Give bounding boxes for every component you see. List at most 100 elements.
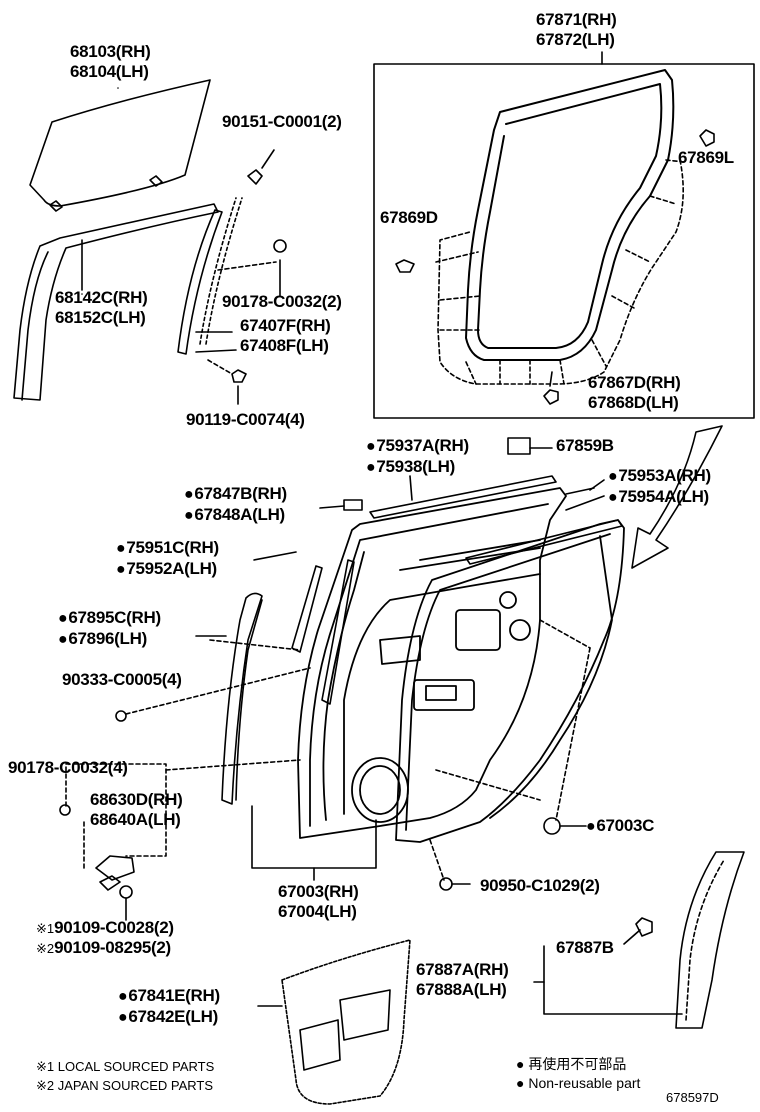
label-frame-molding-lh: 75954A(LH) (618, 487, 709, 506)
label-belt-outer-rh: 75937A(RH) (376, 436, 469, 455)
nonreusable-dot: ● (116, 561, 126, 578)
label-garnish-rh: 75951C(RH) (126, 538, 219, 557)
label-clip-a: 90178-C0032(2) (222, 292, 342, 311)
label-cover-rh: 67847B(RH) (194, 484, 287, 503)
label-seal-rear-rh: 67887A(RH) (416, 960, 509, 979)
label-division-bar: 67407F(RH) 67408F(LH) (240, 316, 331, 356)
weatherstrip-sections (435, 159, 685, 385)
plug-shape (543, 817, 561, 835)
label-hinge-lh: 68640A(LH) (90, 810, 181, 829)
nonreusable-dot: ● (118, 1009, 128, 1026)
nonreusable-dot: ● (366, 438, 376, 455)
label-nut: 90333-C0005(4) (62, 670, 182, 689)
label-seal-rear: 67887A(RH) 67888A(LH) (416, 960, 509, 1000)
label-belt-outer-lh: 75938(LH) (376, 457, 455, 476)
nonreusable-dot: ● (58, 610, 68, 627)
nonreusable-dot: ● (366, 459, 376, 476)
nonreusable-dot: ● (586, 818, 596, 835)
nonreusable-dot: ● (516, 1056, 525, 1072)
label-glass-lh: 68104(LH) (70, 62, 149, 81)
label-door-seal-rh: 67895C(RH) (68, 608, 161, 627)
label-bolt-c1: 90109-C0028(2) (54, 918, 174, 937)
label-clip-d: 67869D (380, 208, 438, 227)
label-weatherstrip-rh: 67871(RH) (536, 10, 617, 29)
label-service-hole-lh: 67842E(LH) (128, 1007, 218, 1026)
label-frame-molding-rh: 75953A(RH) (618, 466, 711, 485)
note-nonreuse-en-text: Non-reusable part (528, 1075, 641, 1091)
label-seal-small: 67887B (556, 938, 614, 957)
note-japan-sourced: ※2 JAPAN SOURCED PARTS (36, 1078, 214, 1093)
label-pad: 67859B (556, 436, 614, 455)
screw-top-shape (207, 149, 287, 405)
service-cover-shape (281, 939, 411, 1105)
label-screw-top: 90151-C0001(2) (222, 112, 342, 131)
bracket-67003 (251, 805, 377, 869)
note-local-sourced: ※1 LOCAL SOURCED PARTS (36, 1059, 215, 1074)
label-bolt-c: ※190109-C0028(2) ※290109-08295(2) (36, 918, 174, 958)
label-cover-lh: 67848A(LH) (194, 505, 285, 524)
weatherstrip-clips (395, 129, 715, 405)
label-clip-l: 67869L (678, 148, 734, 167)
label-garnish: ●75951C(RH) ●75952A(LH) (116, 538, 219, 580)
label-plug-text: 67003C (596, 816, 655, 835)
label-bolt-a: 90119-C0074(4) (186, 410, 305, 429)
nonreusable-dot: ● (116, 540, 126, 557)
label-plug: ●67003C (586, 816, 654, 837)
nonreusable-dot: ● (516, 1075, 525, 1091)
label-glass-rh: 68103(RH) (70, 42, 151, 61)
rear-seal-shape (623, 851, 745, 1029)
pad-shape (507, 437, 531, 455)
cover-shape (343, 499, 363, 511)
label-bolt-c2: 90109-08295(2) (54, 938, 171, 957)
label-weatherstrip-lh: 67872(LH) (536, 30, 615, 49)
nonreusable-dot: ● (608, 489, 618, 506)
label-door-panel: 67003(RH) 67004(LH) (278, 882, 359, 922)
mark-2: ※2 (36, 941, 55, 956)
label-service-hole: ●67841E(RH) ●67842E(LH) (118, 986, 220, 1028)
label-channel-rh: 68142C(RH) (55, 288, 148, 307)
label-clip-weather: 67867D(RH) 67868D(LH) (588, 373, 681, 413)
nonreusable-dot: ● (184, 507, 194, 524)
label-door-panel-lh: 67004(LH) (278, 902, 357, 921)
run-channel-shape (13, 203, 219, 401)
label-hinge: 68630D(RH) 68640A(LH) (90, 790, 183, 830)
label-frame-molding: ●75953A(RH) ●75954A(LH) (608, 466, 711, 508)
weatherstrip-box (373, 63, 755, 419)
garnish-shape (221, 559, 355, 805)
door-glass-shape (29, 79, 211, 212)
label-division-bar-rh: 67407F(RH) (240, 316, 331, 335)
label-belt-outer: ●75937A(RH) ●75938(LH) (366, 436, 469, 478)
label-weatherstrip: 67871(RH) 67872(LH) (536, 10, 617, 50)
label-garnish-lh: 75952A(LH) (126, 559, 217, 578)
label-hinge-rh: 68630D(RH) (90, 790, 183, 809)
note-nonreuse-en: ● Non-reusable part (516, 1075, 640, 1091)
label-clip-weather-lh: 67868D(LH) (588, 393, 679, 412)
leader-dashed (65, 619, 591, 881)
label-clip-weather-rh: 67867D(RH) (588, 373, 681, 392)
label-bolt-b: 90950-C1029(2) (480, 876, 600, 895)
arrow-shape (631, 425, 723, 569)
figure-id: 678597D (666, 1090, 719, 1105)
label-division-bar-lh: 67408F(LH) (240, 336, 329, 355)
weatherstrip-shape (465, 69, 675, 361)
label-service-hole-rh: 67841E(RH) (128, 986, 220, 1005)
label-door-seal: ●67895C(RH) ●67896(LH) (58, 608, 161, 650)
bolt-b-shape (439, 877, 453, 891)
door-outer-shape (395, 519, 625, 843)
note-nonreuse-jp-text: 再使用不可部品 (528, 1056, 627, 1072)
note-nonreuse-jp: ● 再使用不可部品 (516, 1054, 626, 1074)
nonreusable-dot: ● (58, 631, 68, 648)
label-seal-rear-lh: 67888A(LH) (416, 980, 507, 999)
nonreusable-dot: ● (118, 988, 128, 1005)
label-door-seal-lh: 67896(LH) (68, 629, 147, 648)
label-glass: 68103(RH) 68104(LH) (70, 42, 151, 82)
label-door-panel-rh: 67003(RH) (278, 882, 359, 901)
label-channel-lh: 68152C(LH) (55, 308, 146, 327)
label-clip-b: 90178-C0032(4) (8, 758, 128, 777)
hinge-shape (59, 710, 135, 921)
division-bar-shape (177, 197, 243, 355)
label-cover: ●67847B(RH) ●67848A(LH) (184, 484, 287, 526)
belt-molding-shape (369, 475, 623, 565)
